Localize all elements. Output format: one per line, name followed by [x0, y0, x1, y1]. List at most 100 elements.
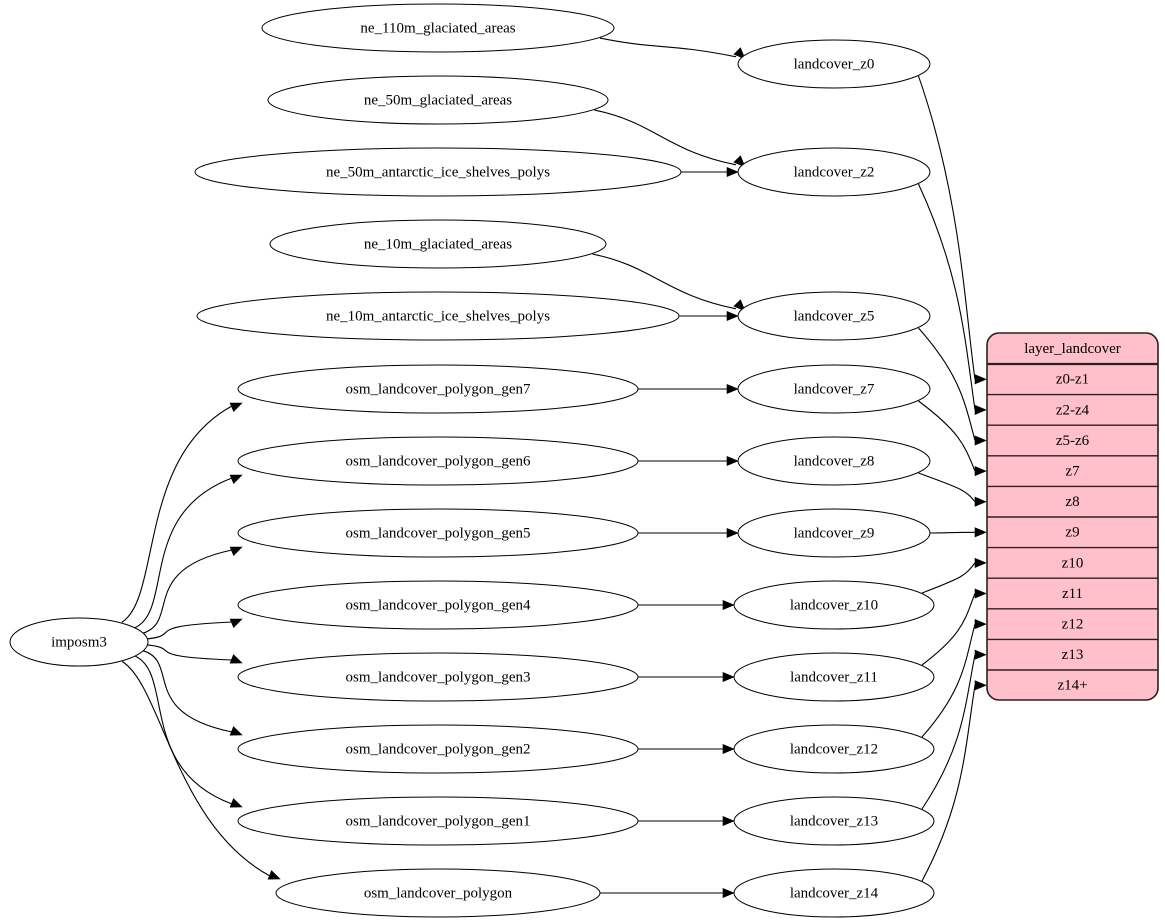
- node-osm_landcover_polygon_gen4-label: osm_landcover_polygon_gen4: [346, 597, 531, 613]
- edge-osm_landcover_polygon_gen4-to-landcover_z10-arrowhead: [722, 599, 735, 611]
- edge-ne_10m_glaciated_areas-to-landcover_z5: [592, 253, 737, 310]
- layer-landcover-row-label: z7: [1065, 464, 1080, 480]
- node-ne_50m_glaciated_areas[interactable]: ne_50m_glaciated_areas: [267, 75, 609, 125]
- node-ne_10m_glaciated_areas[interactable]: ne_10m_glaciated_areas: [269, 219, 607, 269]
- node-ne_10m_glaciated_areas-label: ne_10m_glaciated_areas: [364, 236, 512, 252]
- node-osm_landcover_polygon_gen5-shape: [237, 508, 639, 558]
- node-osm_landcover_polygon_gen5[interactable]: osm_landcover_polygon_gen5: [237, 508, 639, 558]
- node-landcover_z9-label: landcover_z9: [794, 525, 875, 541]
- node-landcover_z0[interactable]: landcover_z0: [737, 39, 931, 89]
- edge-osm_landcover_polygon_gen6-to-landcover_z8-arrowhead: [726, 455, 739, 467]
- node-ne_50m_glaciated_areas-label: ne_50m_glaciated_areas: [364, 92, 512, 108]
- node-osm_landcover_polygon_gen7[interactable]: osm_landcover_polygon_gen7: [237, 364, 639, 414]
- node-landcover_z14-label: landcover_z14: [790, 885, 879, 901]
- node-landcover_z5-shape: [737, 291, 931, 341]
- node-ne_110m_glaciated_areas[interactable]: ne_110m_glaciated_areas: [261, 3, 615, 53]
- node-osm_landcover_polygon_gen2[interactable]: osm_landcover_polygon_gen2: [237, 724, 639, 774]
- edge-landcover_z0-to-row-0: [917, 75, 976, 380]
- edge-imposm3-to-osm_landcover_polygon_gen4-arrowhead: [229, 618, 243, 629]
- edge-imposm3-to-osm_landcover_polygon_gen7: [121, 405, 233, 623]
- edge-imposm3-to-osm_landcover_polygon_gen3: [144, 644, 233, 661]
- node-osm_landcover_polygon_gen4[interactable]: osm_landcover_polygon_gen4: [237, 580, 639, 630]
- edge-landcover_z10-to-row-6: [921, 562, 976, 594]
- node-landcover_z0-label: landcover_z0: [794, 56, 875, 72]
- edge-ne_10m_antarctic_ice_shelves_polys-to-landcover_z5-arrowhead: [726, 310, 739, 322]
- node-landcover_z8[interactable]: landcover_z8: [737, 436, 931, 486]
- node-landcover_z10[interactable]: landcover_z10: [733, 580, 935, 630]
- edge-imposm3-to-osm_landcover_polygon_gen1: [134, 655, 233, 805]
- edge-landcover_z5-to-row-2-arrowhead: [974, 435, 987, 446]
- node-landcover_z11-shape: [733, 652, 935, 702]
- edge-landcover_z14-to-row-10: [921, 685, 976, 882]
- nodes-layer: ne_110m_glaciated_areas ne_50m_glaciated_…: [9, 3, 935, 918]
- node-landcover_z9[interactable]: landcover_z9: [737, 508, 931, 558]
- node-landcover_z14[interactable]: landcover_z14: [733, 868, 935, 918]
- edge-imposm3-to-osm_landcover_polygon_gen1-arrowhead: [229, 798, 243, 808]
- node-landcover_z8-shape: [737, 436, 931, 486]
- edge-imposm3-to-osm_landcover_polygon_gen7-arrowhead: [229, 402, 243, 413]
- node-ne_10m_glaciated_areas-shape: [269, 219, 607, 269]
- node-landcover_z5-label: landcover_z5: [794, 308, 875, 324]
- layer-landcover-row-label: z14+: [1057, 678, 1087, 694]
- node-landcover_z14-shape: [733, 868, 935, 918]
- edge-osm_landcover_polygon_gen5-to-landcover_z9-arrowhead: [726, 527, 739, 539]
- edge-imposm3-to-osm_landcover_polygon_gen2-arrowhead: [229, 726, 243, 736]
- node-osm_landcover_polygon_gen1[interactable]: osm_landcover_polygon_gen1: [237, 796, 639, 846]
- edge-imposm3-to-osm_landcover_polygon_gen6: [134, 477, 233, 629]
- edge-landcover_z8-to-row-4: [918, 472, 976, 503]
- node-imposm3[interactable]: imposm3: [9, 617, 149, 667]
- edge-osm_landcover_polygon-to-landcover_z14-arrowhead: [722, 887, 735, 899]
- node-landcover_z7[interactable]: landcover_z7: [737, 364, 931, 414]
- edge-imposm3-to-osm_landcover_polygon_gen4: [144, 621, 233, 640]
- edge-landcover_z13-to-row-9-arrowhead: [974, 649, 987, 660]
- edge-ne_50m_glaciated_areas-to-landcover_z2-arrowhead: [733, 155, 746, 168]
- edge-ne_110m_glaciated_areas-to-landcover_z0-arrowhead: [733, 47, 746, 60]
- edge-imposm3-to-osm_landcover_polygon: [121, 661, 271, 877]
- node-ne_10m_antarctic_ice_shelves_polys[interactable]: ne_10m_antarctic_ice_shelves_polys: [196, 291, 680, 341]
- node-landcover_z13[interactable]: landcover_z13: [733, 796, 935, 846]
- edge-osm_landcover_polygon_gen3-to-landcover_z11-arrowhead: [722, 671, 735, 683]
- edges-layer: [121, 37, 987, 899]
- node-osm_landcover_polygon_gen4-shape: [237, 580, 639, 630]
- layer-landcover-row-label: z0-z1: [1056, 372, 1089, 388]
- node-landcover_z13-shape: [733, 796, 935, 846]
- edge-landcover_z14-to-row-10-arrowhead: [974, 680, 987, 691]
- node-ne_110m_glaciated_areas-shape: [261, 3, 615, 53]
- edge-landcover_z9-to-row-5-arrowhead: [974, 527, 987, 538]
- node-osm_landcover_polygon_gen6[interactable]: osm_landcover_polygon_gen6: [237, 436, 639, 486]
- layer-landcover-row-label: z5-z6: [1056, 433, 1090, 449]
- edge-landcover_z2-to-row-1-arrowhead: [974, 404, 987, 415]
- edge-landcover_z11-to-row-7-arrowhead: [974, 588, 987, 599]
- node-landcover_z2[interactable]: landcover_z2: [737, 147, 931, 197]
- edge-landcover_z2-to-row-1: [917, 183, 976, 410]
- node-landcover_z2-label: landcover_z2: [794, 164, 875, 180]
- node-landcover_z11[interactable]: landcover_z11: [733, 652, 935, 702]
- node-landcover_z5[interactable]: landcover_z5: [737, 291, 931, 341]
- node-ne_50m_antarctic_ice_shelves_polys[interactable]: ne_50m_antarctic_ice_shelves_polys: [194, 147, 682, 197]
- layer-landcover-row-label: z13: [1062, 647, 1084, 663]
- edge-landcover_z0-to-row-0-arrowhead: [974, 374, 987, 385]
- node-ne_10m_antarctic_ice_shelves_polys-label: ne_10m_antarctic_ice_shelves_polys: [326, 308, 550, 324]
- node-ne_50m_antarctic_ice_shelves_polys-label: ne_50m_antarctic_ice_shelves_polys: [326, 164, 550, 180]
- edge-landcover_z7-to-row-3: [918, 400, 976, 472]
- node-landcover_z10-shape: [733, 580, 935, 630]
- edge-imposm3-to-osm_landcover_polygon_gen2: [141, 649, 233, 733]
- layer-landcover-table[interactable]: layer_landcoverz0-z1z2-z4z5-z6z7z8z9z10z…: [986, 332, 1159, 701]
- node-landcover_z12[interactable]: landcover_z12: [733, 724, 935, 774]
- edge-ne_10m_glaciated_areas-to-landcover_z5-arrowhead: [733, 299, 746, 312]
- layer-landcover-header: layer_landcover: [1024, 341, 1121, 357]
- node-osm_landcover_polygon_gen3[interactable]: osm_landcover_polygon_gen3: [237, 652, 639, 702]
- edge-imposm3-to-osm_landcover_polygon_gen5-arrowhead: [229, 546, 243, 557]
- node-osm_landcover_polygon[interactable]: osm_landcover_polygon: [275, 868, 601, 918]
- edge-ne_50m_antarctic_ice_shelves_polys-to-landcover_z2-arrowhead: [726, 166, 739, 178]
- node-osm_landcover_polygon_gen1-label: osm_landcover_polygon_gen1: [346, 813, 531, 829]
- node-imposm3-shape: [9, 617, 149, 667]
- node-landcover_z13-label: landcover_z13: [790, 813, 878, 829]
- node-osm_landcover_polygon_gen1-shape: [237, 796, 639, 846]
- layer-landcover-row-label: z9: [1065, 525, 1079, 541]
- node-ne_110m_glaciated_areas-label: ne_110m_glaciated_areas: [360, 20, 515, 36]
- edge-ne_110m_glaciated_areas-to-landcover_z0: [599, 37, 737, 58]
- node-ne_50m_glaciated_areas-shape: [267, 75, 609, 125]
